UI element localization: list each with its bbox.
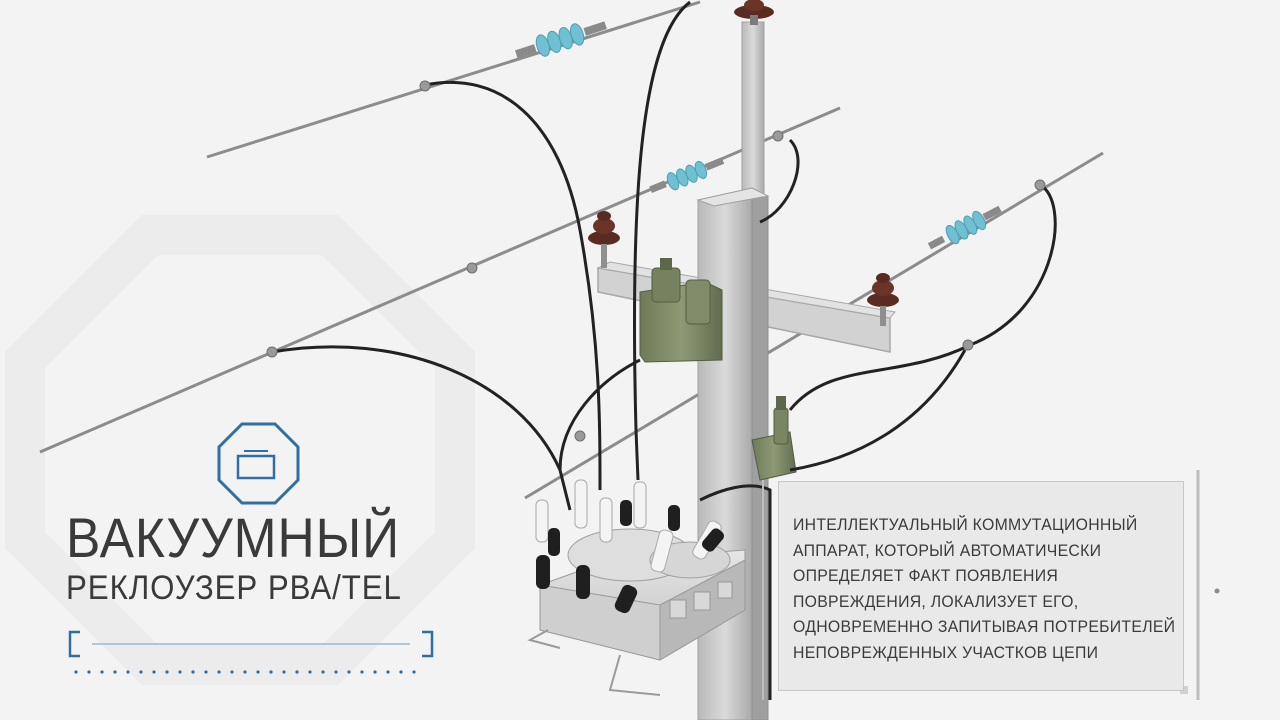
title-block: ВАКУУМНЫЙ РЕКЛОУЗЕР РВА/TEL <box>66 506 446 607</box>
description-line: НЕПОВРЕЖДЕННЫХ УЧАСТКОВ ЦЕПИ <box>793 642 1099 662</box>
strain-insulators <box>515 21 1002 250</box>
title-line-sub: РЕКЛОУЗЕР РВА/TEL <box>66 569 402 607</box>
description-line: ПОВРЕЖДЕНИЯ, ЛОКАЛИЗУЕТ ЕГО, <box>793 591 1079 611</box>
title-line-main: ВАКУУМНЫЙ <box>66 506 401 569</box>
recloser-unit <box>527 479 746 696</box>
description-panel: ИНТЕЛЛЕКТУАЛЬНЫЙ КОММУТАЦИОННЫЙ АППАРАТ,… <box>778 481 1184 691</box>
octagon-frame-icon <box>217 422 300 505</box>
description-line: АППАРАТ, КОТОРЫЙ АВТОМАТИЧЕСКИ <box>793 540 1102 560</box>
dotted-divider <box>74 670 416 674</box>
description-line: ИНТЕЛЛЕКТУАЛЬНЫЙ КОММУТАЦИОННЫЙ <box>793 515 1138 534</box>
wire-clamps <box>266 80 1046 442</box>
description-line: ОПРЕДЕЛЯЕТ ФАКТ ПОЯВЛЕНИЯ <box>793 566 1059 586</box>
current-transformer-upper <box>639 258 723 363</box>
current-transformer-lower <box>751 396 797 481</box>
description-line: ОДНОВРЕМЕННО ЗАПИТЫВАЯ ПОТРЕБИТЕЛЕЙ <box>793 617 1176 637</box>
top-insulator <box>734 0 774 25</box>
panel-side-decor <box>762 470 1220 700</box>
pin-insulators <box>588 211 899 326</box>
title-bracket-decor <box>68 630 434 658</box>
jumper-cables <box>271 0 1057 700</box>
background-octagon-decor <box>5 215 475 685</box>
